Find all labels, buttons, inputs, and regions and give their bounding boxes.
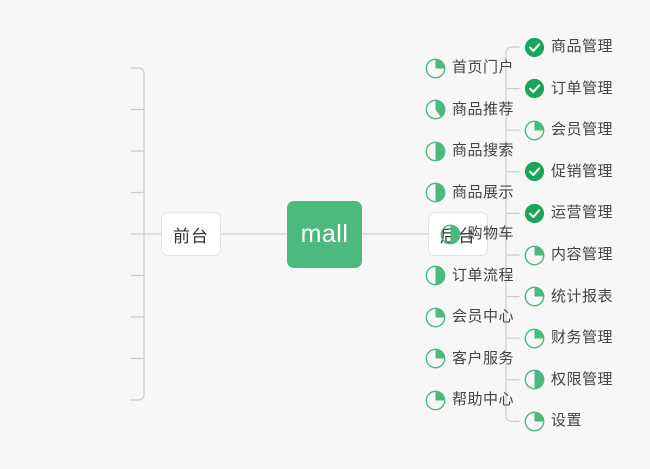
leaf-item-left-1[interactable]: 商品推荐 — [425, 97, 514, 123]
pie-progress-icon — [425, 58, 446, 79]
leaf-item-right-8[interactable]: 权限管理 — [524, 367, 613, 393]
pie-progress-icon — [524, 286, 545, 307]
leaf-item-left-4[interactable]: 购物车 — [440, 221, 514, 247]
leaf-item-right-4[interactable]: 运营管理 — [524, 200, 613, 226]
leaf-item-label: 财务管理 — [551, 329, 614, 347]
pie-progress-icon — [440, 224, 461, 245]
leaf-item-right-2[interactable]: 会员管理 — [524, 117, 613, 143]
leaf-item-label: 首页门户 — [451, 59, 514, 76]
pie-progress-icon — [425, 390, 446, 411]
pie-progress-icon — [524, 369, 545, 390]
leaf-item-label: 订单流程 — [451, 266, 514, 284]
leaf-item-label: 商品展示 — [451, 183, 514, 201]
leaf-item-label: 会员中心 — [451, 308, 514, 325]
leaf-item-label: 权限管理 — [551, 370, 614, 388]
pie-progress-icon — [524, 411, 545, 432]
pie-progress-icon — [524, 328, 545, 349]
leaf-item-right-3[interactable]: 促销管理 — [524, 159, 613, 185]
pie-progress-icon — [425, 348, 446, 369]
check-circle-icon — [524, 161, 545, 182]
leaf-item-label: 商品推荐 — [451, 100, 514, 118]
leaf-item-label: 帮助中心 — [451, 391, 514, 408]
leaf-item-right-7[interactable]: 财务管理 — [524, 325, 613, 351]
leaf-item-label: 客户服务 — [451, 349, 514, 367]
root-node-mall[interactable]: mall — [287, 201, 362, 268]
root-node-label: mall — [300, 220, 349, 248]
check-circle-icon — [524, 37, 545, 58]
leaf-item-left-0[interactable]: 首页门户 — [425, 55, 514, 81]
pie-progress-icon — [524, 245, 545, 266]
leaf-item-label: 会员管理 — [551, 121, 614, 139]
check-circle-icon — [524, 203, 545, 224]
pie-progress-icon — [524, 120, 545, 141]
pie-progress-icon — [425, 141, 446, 162]
leaf-item-label: 内容管理 — [551, 246, 614, 263]
branch-node-frontend[interactable]: 前台 — [161, 212, 221, 256]
leaf-item-right-9[interactable]: 设置 — [524, 408, 582, 434]
leaf-item-left-6[interactable]: 会员中心 — [425, 304, 514, 330]
leaf-item-left-3[interactable]: 商品展示 — [425, 180, 514, 206]
leaf-item-label: 设置 — [551, 412, 583, 430]
leaf-item-left-7[interactable]: 客户服务 — [425, 346, 514, 372]
pie-progress-icon — [425, 182, 446, 203]
leaf-item-label: 商品管理 — [551, 38, 614, 55]
leaf-item-label: 运营管理 — [551, 204, 614, 222]
pie-progress-icon — [425, 307, 446, 328]
leaf-item-right-6[interactable]: 统计报表 — [524, 284, 613, 310]
leaf-item-label: 促销管理 — [551, 162, 614, 180]
branch-node-frontend-label: 前台 — [173, 226, 209, 246]
leaf-item-left-2[interactable]: 商品搜索 — [425, 138, 514, 164]
leaf-item-label: 商品搜索 — [451, 142, 514, 159]
check-circle-icon — [524, 78, 545, 99]
pie-progress-icon — [425, 99, 446, 120]
leaf-item-right-0[interactable]: 商品管理 — [524, 34, 613, 60]
leaf-item-left-8[interactable]: 帮助中心 — [425, 387, 514, 413]
leaf-item-label: 购物车 — [467, 225, 514, 242]
leaf-item-left-5[interactable]: 订单流程 — [425, 263, 514, 289]
leaf-item-right-1[interactable]: 订单管理 — [524, 76, 613, 102]
pie-progress-icon — [425, 265, 446, 286]
leaf-item-label: 统计报表 — [551, 287, 614, 305]
leaf-item-label: 订单管理 — [551, 79, 614, 97]
leaf-item-right-5[interactable]: 内容管理 — [524, 242, 613, 268]
